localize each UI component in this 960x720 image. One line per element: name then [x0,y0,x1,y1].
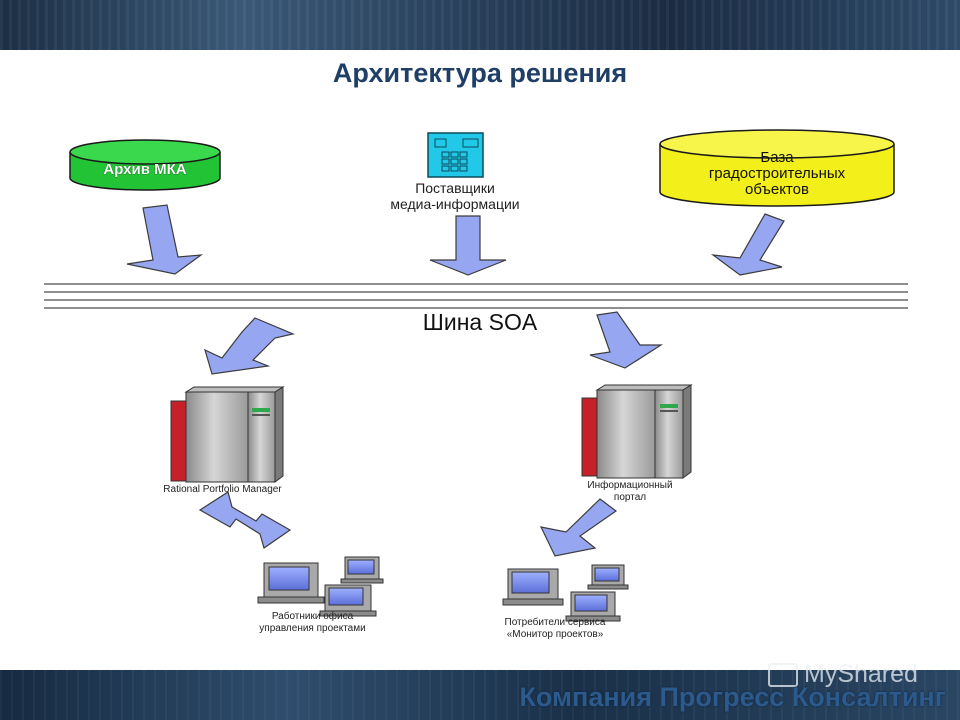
archive-down-arrow [126,204,204,275]
database-cylinder [659,129,895,207]
watermark: MyShared [768,660,918,689]
workers-double-arrow [198,491,292,549]
media-label: Поставщики медиа-информации [390,180,520,213]
database-label: База градостроительных объектов [708,149,846,198]
footer-band [0,670,960,720]
rpm-server-label: Rational Portfolio Manager [163,484,282,495]
portal-server [581,384,693,479]
soa-bus [44,283,908,309]
database-down-arrow [710,213,785,276]
consumers-label: Потребители сервиса «Монитор проектов» [504,617,606,640]
portal-down-arrow [589,311,664,369]
consumers-computers [502,564,629,622]
media-down-arrow [429,215,507,276]
watermark-logo-icon [768,663,798,688]
rpm-server [170,386,285,483]
soa-bus-label: Шина SOA [422,309,538,335]
consumers-down-arrow [539,498,618,557]
company-name: Компания Прогресс Консалтинг [519,682,946,712]
archive-label: Архив МКА [103,161,187,178]
slide-title: Архитектура решения [332,58,628,88]
terminal-icon [427,132,484,178]
archive-cylinder [69,139,221,191]
workers-computers [257,556,384,617]
rpm-bus-double-arrow [204,317,295,375]
portal-server-label: Информационный портал [587,480,673,503]
workers-label: Работники офиса управления проектами [259,611,366,634]
header-band [0,0,960,50]
